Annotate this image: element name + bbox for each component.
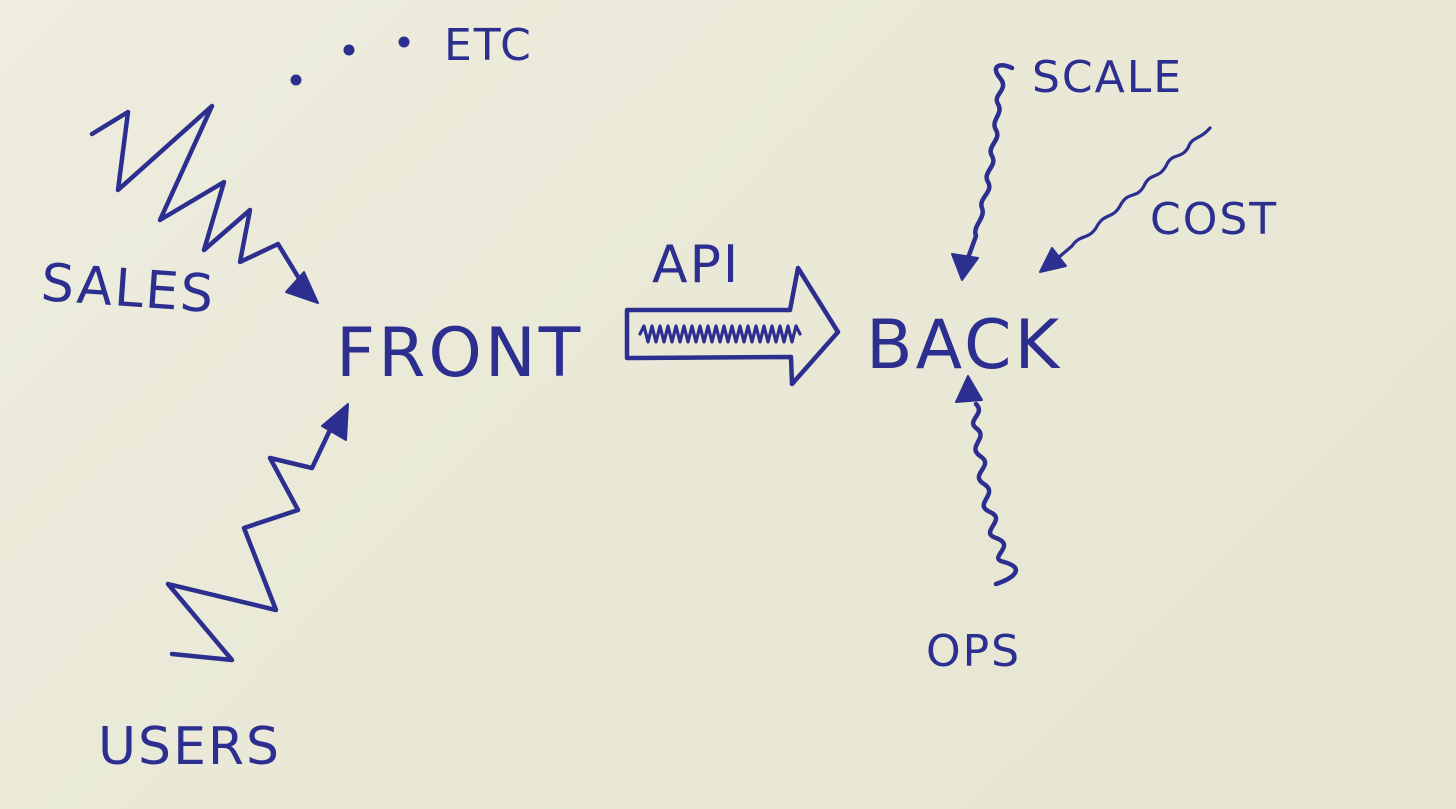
scale-arrow (951, 63, 1015, 281)
sales-arrowhead (285, 271, 319, 304)
dot (343, 44, 355, 56)
etc-label: ETC (444, 20, 533, 71)
cost-arrowhead (1039, 247, 1067, 273)
sales-label: SALES (39, 253, 217, 325)
api-arrow-squiggle (638, 324, 802, 344)
scale-squiggle (965, 63, 1015, 261)
users-arrow (165, 403, 349, 663)
cost-label: COST (1150, 194, 1278, 245)
users-zigzag (165, 427, 333, 663)
api-arrow (624, 265, 841, 387)
ops-squiggle (970, 401, 1019, 587)
ops-arrowhead (955, 375, 983, 403)
users-arrowhead (321, 403, 349, 441)
sales-zigzag (89, 103, 303, 283)
dot (290, 74, 302, 86)
api-arrow-outline (624, 265, 841, 387)
cost-arrow (1039, 126, 1212, 273)
ops-label: OPS (926, 626, 1021, 677)
api-label: API (652, 235, 740, 295)
ops-arrow (955, 375, 1019, 587)
users-label: USERS (98, 717, 281, 777)
front-label: FRONT (336, 314, 583, 393)
scale-arrowhead (951, 253, 979, 281)
sales-arrow (89, 103, 319, 304)
cost-squiggle (1056, 126, 1212, 260)
back-label: BACK (866, 306, 1062, 385)
dot (398, 36, 410, 48)
scale-label: SCALE (1032, 52, 1183, 103)
ellipsis-dots (290, 36, 410, 86)
